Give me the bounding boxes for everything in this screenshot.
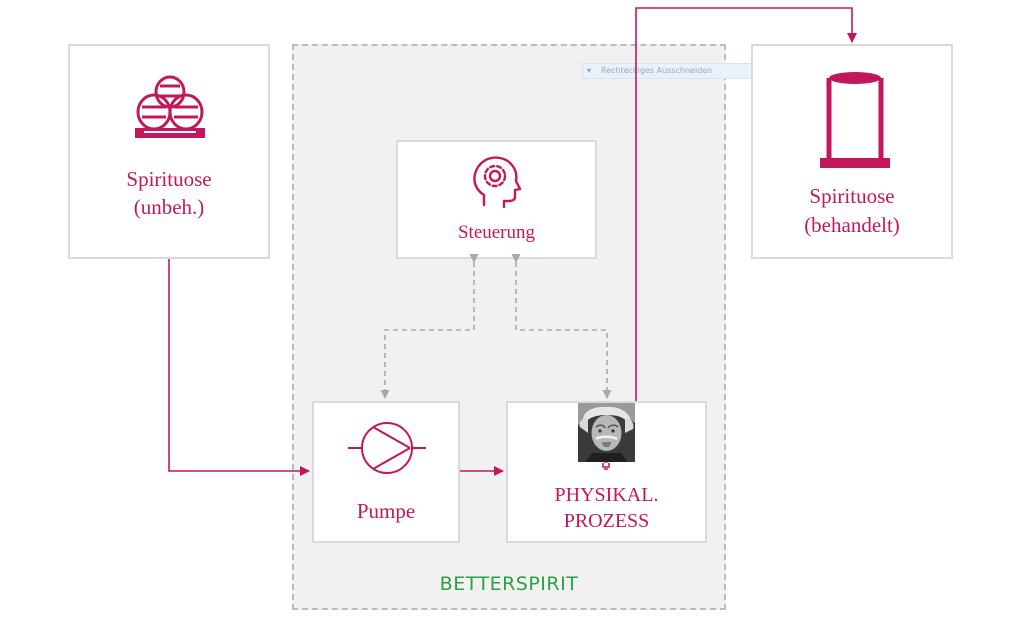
snip-icon: ▾ [587,66,592,75]
control-link-pump [380,254,479,399]
pump-symbol-icon [348,422,426,474]
spirit-treated-line1: Spirituose [809,184,895,208]
node-control: Steuerung [396,140,597,259]
flow-arrow-process-to-spirit [635,7,857,401]
control-label: Steuerung [457,222,536,243]
barrels-icon [135,75,205,138]
einstein-portrait [578,403,635,462]
process-line2: PROZESS [563,510,650,532]
snip-tooltip-text: Rechteckiges Ausschneiden [601,66,713,75]
group-label: BETTERSPIRIT [439,573,579,595]
node-process: PHYSIKAL. PROZESS [506,401,707,543]
brain-gear-icon [473,156,522,209]
flow-arrow-spirit-to-pump [168,259,310,476]
vessel-icon [820,72,890,168]
node-spirit-untreated: Spirituose (unbeh.) [68,44,270,259]
portrait-image [578,403,635,462]
spirit-treated-line2: (behandelt) [804,213,900,237]
spirit-untreated-line1: Spirituose [126,167,212,191]
snip-tooltip: ▾ Rechteckiges Ausschneiden [582,63,772,79]
node-spirit-treated: Spirituose (behandelt) [751,44,953,259]
control-link-process [511,254,612,399]
pump-label: Pumpe [356,499,416,523]
process-line1: PHYSIKAL. [554,484,659,506]
node-pump: Pumpe [312,401,460,543]
spirit-untreated-line2: (unbeh.) [133,195,205,219]
